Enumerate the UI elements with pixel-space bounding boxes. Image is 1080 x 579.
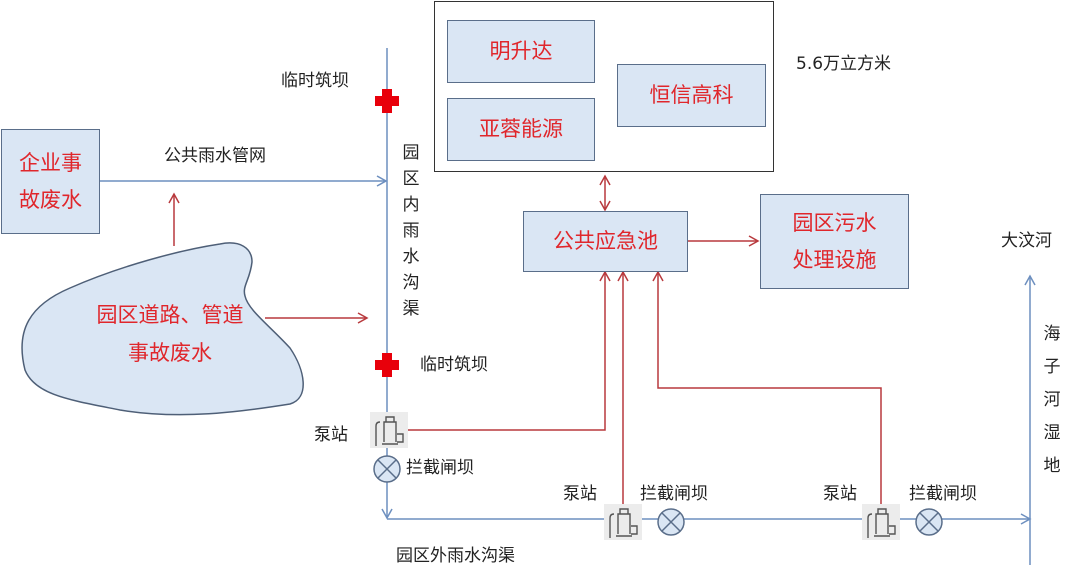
capacity-label: 5.6万立方米 [796, 54, 892, 74]
gate-dam-2-label: 拦截闸坝 [640, 484, 708, 504]
company-mingshengda-node: 明升达 [447, 20, 595, 83]
pump1-to-pool-line [406, 270, 611, 431]
emergency-pool-node: 公共应急池 [523, 211, 688, 272]
company-yarong-node: 亚蓉能源 [447, 98, 595, 161]
outer-rain-channel-label: 园区外雨水沟渠 [396, 546, 515, 566]
public-rain-network-label: 公共雨水管网 [164, 146, 266, 166]
road-wastewater-label: 园区道路、管道 事故废水 [96, 303, 244, 365]
pump-station-1-label: 泵站 [314, 425, 348, 445]
pump-station-2-icon [604, 504, 642, 540]
pump3-to-pool-line [652, 270, 882, 505]
gate-dam-1-icon [373, 455, 401, 483]
wetland-label: 海子河湿地 [1043, 324, 1061, 476]
river-label: 大汶河 [1001, 231, 1052, 251]
gate-dam-2-icon [657, 508, 685, 536]
enterprise-wastewater-node: 企业事 故废水 [1, 129, 100, 234]
sewage-treatment-node: 园区污水 处理设施 [760, 194, 909, 289]
road-wastewater-blob [21, 242, 304, 416]
pump-station-3-label: 泵站 [823, 484, 857, 504]
gate-dam-3-label: 拦截闸坝 [909, 484, 977, 504]
temp-dam-top-label: 临时筑坝 [281, 71, 349, 91]
company-hengxin-node: 恒信高科 [617, 64, 766, 127]
pump-station-1-icon [370, 412, 408, 448]
pump-station-2-label: 泵站 [563, 484, 597, 504]
temp-dam-mid-icon [375, 353, 399, 377]
gate-dam-3-icon [915, 508, 943, 536]
temp-dam-top-icon [375, 89, 399, 113]
temp-dam-mid-label: 临时筑坝 [420, 355, 488, 375]
pump-station-3-icon [862, 504, 900, 540]
gate-dam-1-label: 拦截闸坝 [406, 458, 474, 478]
inner-rain-channel-label: 园区内雨水沟渠 [402, 143, 420, 319]
